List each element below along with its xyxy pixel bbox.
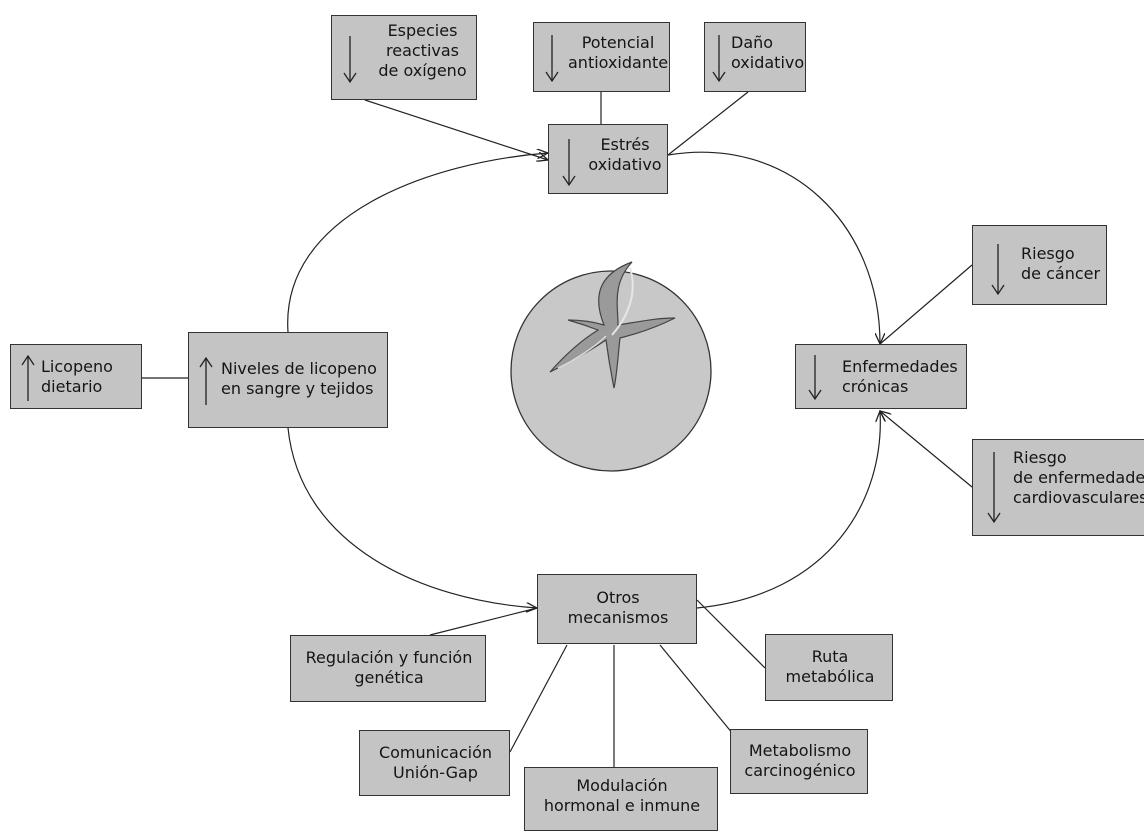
especies-line-2: reactivas — [386, 41, 459, 60]
node-regulacion-genetica: Regulación y función genética — [290, 635, 486, 702]
down-arrow-icon — [991, 244, 1005, 296]
down-arrow-icon — [808, 355, 822, 401]
node-ruta-metabolica: Ruta metabólica — [765, 634, 893, 701]
down-arrow-icon — [545, 35, 559, 83]
metabolismo-line-2: carcinogénico — [744, 761, 856, 780]
regulacion-line-1: Regulación y función — [305, 648, 473, 667]
edge-dano-to-estres — [667, 91, 749, 156]
estres-line-2: oxidativo — [588, 155, 662, 174]
edge-ruta-to-otros — [696, 599, 766, 669]
otros-line-2: mecanismos — [567, 608, 669, 627]
riesgo-cardio-line-3: cardiovasculares — [1013, 488, 1144, 507]
potencial-line-2: antioxidante — [568, 53, 669, 72]
node-potencial-antioxidante: Potencial antioxidante — [533, 22, 670, 92]
node-dano-oxidativo: Daño oxidativo — [704, 22, 806, 92]
modulacion-line-2: hormonal e inmune — [543, 796, 701, 815]
tomato-icon — [510, 261, 712, 472]
metabolismo-line-1: Metabolismo — [748, 741, 852, 760]
riesgo-cardio-line-1: Riesgo — [1013, 448, 1067, 467]
node-modulacion-hormonal: Modulación hormonal e inmune — [524, 767, 718, 831]
down-arrow-icon — [343, 36, 357, 84]
comunicacion-line-2: Unión-Gap — [393, 763, 478, 782]
edge-estres-to-enfermedades — [667, 151, 880, 344]
edge-cardio-to-enfermedades — [880, 411, 973, 488]
node-especies-reactivas: Especies reactivas de oxígeno — [331, 15, 477, 100]
up-arrow-icon — [21, 355, 35, 401]
riesgo-cardio-line-2: de enfermedades — [1013, 468, 1144, 487]
node-comunicacion-union-gap: Comunicación Unión-Gap — [359, 730, 510, 796]
estres-line-1: Estrés — [600, 135, 650, 154]
edge-niveles-to-estres — [287, 153, 548, 333]
node-niveles-licopeno: Niveles de licopeno en sangre y tejidos — [188, 332, 388, 428]
licopeno-dietario-line-2: dietario — [41, 377, 103, 396]
node-enfermedades-cronicas: Enfermedades crónicas — [795, 344, 967, 409]
edge-especies-to-estres — [364, 99, 548, 160]
edge-otros-to-enfermedades — [696, 411, 880, 609]
edge-comunicacion-to-otros — [509, 644, 568, 753]
riesgo-cancer-line-1: Riesgo — [1021, 244, 1075, 263]
dano-line-2: oxidativo — [731, 53, 805, 72]
down-arrow-icon — [562, 139, 576, 187]
down-arrow-icon — [712, 35, 726, 83]
niveles-line-1: Niveles de licopeno — [221, 359, 377, 378]
up-arrow-icon — [199, 357, 213, 405]
comunicacion-line-1: Comunicación — [378, 743, 493, 762]
node-metabolismo-carcinogenico: Metabolismo carcinogénico — [730, 729, 868, 794]
node-otros-mecanismos: Otros mecanismos — [537, 574, 697, 644]
node-riesgo-cardiovascular: Riesgo de enfermedades cardiovasculares — [972, 439, 1144, 536]
niveles-line-2: en sangre y tejidos — [221, 379, 374, 398]
especies-line-1: Especies — [387, 21, 458, 40]
down-arrow-icon — [987, 452, 1001, 524]
edge-regulacion-to-otros — [429, 607, 538, 636]
dano-line-1: Daño — [731, 33, 774, 52]
node-licopeno-dietario: Licopeno dietario — [10, 344, 142, 409]
modulacion-line-1: Modulación — [576, 776, 668, 795]
regulacion-line-2: genética — [354, 668, 424, 687]
potencial-line-1: Potencial — [581, 33, 655, 52]
ruta-line-2: metabólica — [785, 667, 875, 686]
edge-niveles-to-otros — [287, 427, 537, 608]
especies-line-3: de oxígeno — [378, 61, 467, 80]
node-riesgo-cancer: Riesgo de cáncer — [972, 225, 1107, 305]
licopeno-dietario-line-1: Licopeno — [41, 357, 113, 376]
edge-metabolismo-to-otros — [659, 644, 743, 746]
enfermedades-line-1: Enfermedades — [842, 357, 958, 376]
node-estres-oxidativo: Estrés oxidativo — [548, 124, 668, 194]
enfermedades-line-2: crónicas — [842, 377, 909, 396]
riesgo-cancer-line-2: de cáncer — [1021, 264, 1101, 283]
ruta-line-1: Ruta — [811, 647, 849, 666]
otros-line-1: Otros — [596, 588, 640, 607]
edge-cancer-to-enfermedades — [879, 264, 973, 345]
